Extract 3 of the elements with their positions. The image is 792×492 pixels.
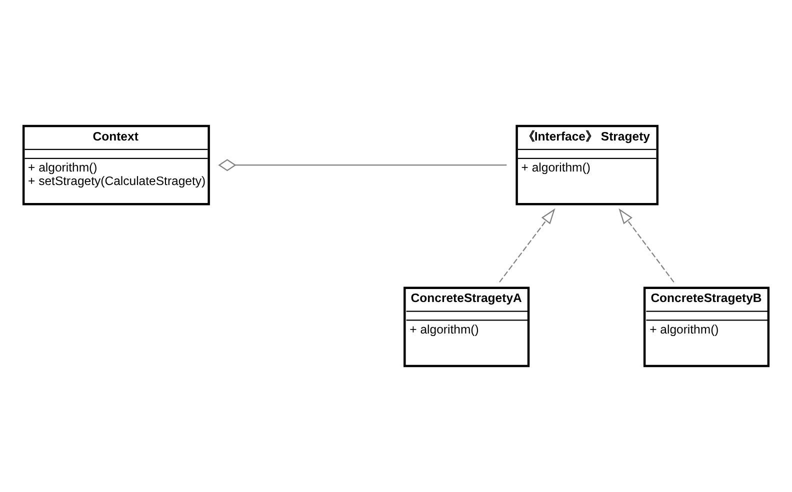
arrow — [618, 208, 674, 282]
arrow — [499, 208, 556, 283]
connector — [218, 159, 507, 172]
